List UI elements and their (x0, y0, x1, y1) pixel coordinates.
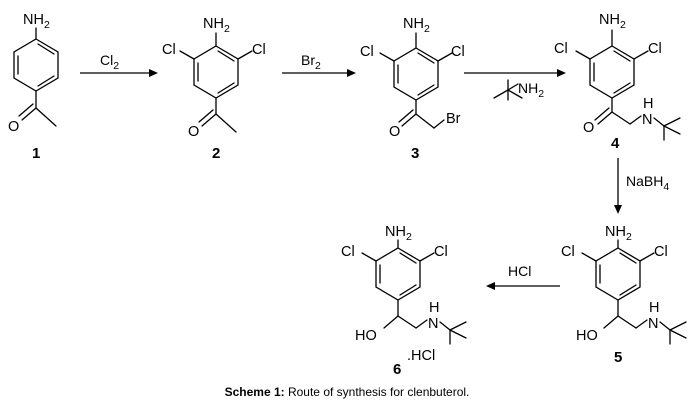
carbonyl-oxygen-label: O (188, 124, 199, 140)
compound-number: 5 (614, 349, 622, 366)
compound-number: 6 (393, 361, 401, 378)
caption-label: Scheme 1: (225, 385, 285, 399)
chlorine-left-label: Cl (561, 244, 575, 260)
carbonyl-oxygen-label: O (389, 124, 400, 140)
compound-number: 2 (212, 145, 220, 162)
compound-number: 4 (611, 135, 620, 152)
reagent-label: Br2 (301, 52, 321, 72)
amine-n-label: N (642, 112, 652, 128)
chlorine-right-label: Cl (654, 244, 668, 260)
amine-label: NH2 (403, 16, 430, 35)
bromine-label: Br (446, 111, 461, 127)
chlorine-left-label: Cl (554, 41, 568, 57)
amine-label: NH2 (385, 224, 412, 243)
compound-1: NH2 O 1 (8, 12, 59, 162)
amine-n-label: N (648, 316, 658, 332)
amine-label: NH2 (605, 224, 632, 243)
scheme-caption: Scheme 1: Route of synthesis for clenbut… (225, 385, 470, 399)
hydroxyl-label: HO (355, 328, 377, 344)
chlorine-right-label: Cl (451, 44, 465, 60)
carbonyl-oxygen-label: O (583, 120, 594, 136)
reagent-label: NaBH4 (626, 173, 669, 193)
amine-n-label: N (428, 316, 438, 332)
chlorine-right-label: Cl (252, 42, 266, 58)
chlorine-left-label: Cl (162, 42, 176, 58)
reaction-arrow-3: NH2 (464, 69, 566, 101)
carbonyl-oxygen-label: O (8, 119, 19, 135)
compound-number: 1 (32, 145, 40, 162)
chlorine-right-label: Cl (648, 41, 662, 57)
reagent-label: HCl (508, 263, 531, 279)
compound-3: NH2 Cl Cl O Br 3 (360, 16, 465, 162)
amine-h-label: H (643, 96, 653, 112)
compound-number: 3 (411, 145, 419, 162)
chlorine-left-label: Cl (341, 244, 355, 260)
hydroxyl-label: HO (576, 328, 598, 344)
reaction-arrow-4: NaBH4 (614, 158, 669, 214)
amine-label: NH2 (23, 12, 50, 31)
reagent-label: Cl2 (100, 52, 119, 72)
reagent-label: NH2 (518, 80, 544, 100)
compound-6: NH2 Cl Cl HO H N .HCl 6 (341, 224, 467, 378)
amine-h-label: H (649, 300, 659, 316)
compound-2: NH2 Cl Cl O 2 (162, 16, 266, 162)
chlorine-right-label: Cl (434, 244, 448, 260)
reaction-arrow-2: Br2 (282, 52, 356, 77)
caption-text: Route of synthesis for clenbuterol. (285, 385, 470, 399)
chlorine-left-label: Cl (360, 44, 374, 60)
compound-4: NH2 Cl Cl O H N 4 (554, 12, 681, 152)
amine-h-label: H (429, 300, 439, 316)
amine-label: NH2 (599, 12, 626, 31)
reaction-arrow-5: HCl (486, 263, 560, 290)
amine-label: NH2 (203, 16, 230, 35)
salt-label: .HCl (407, 348, 435, 364)
reaction-arrow-1: Cl2 (80, 52, 158, 77)
compound-5: NH2 Cl Cl HO H N 5 (561, 224, 687, 366)
